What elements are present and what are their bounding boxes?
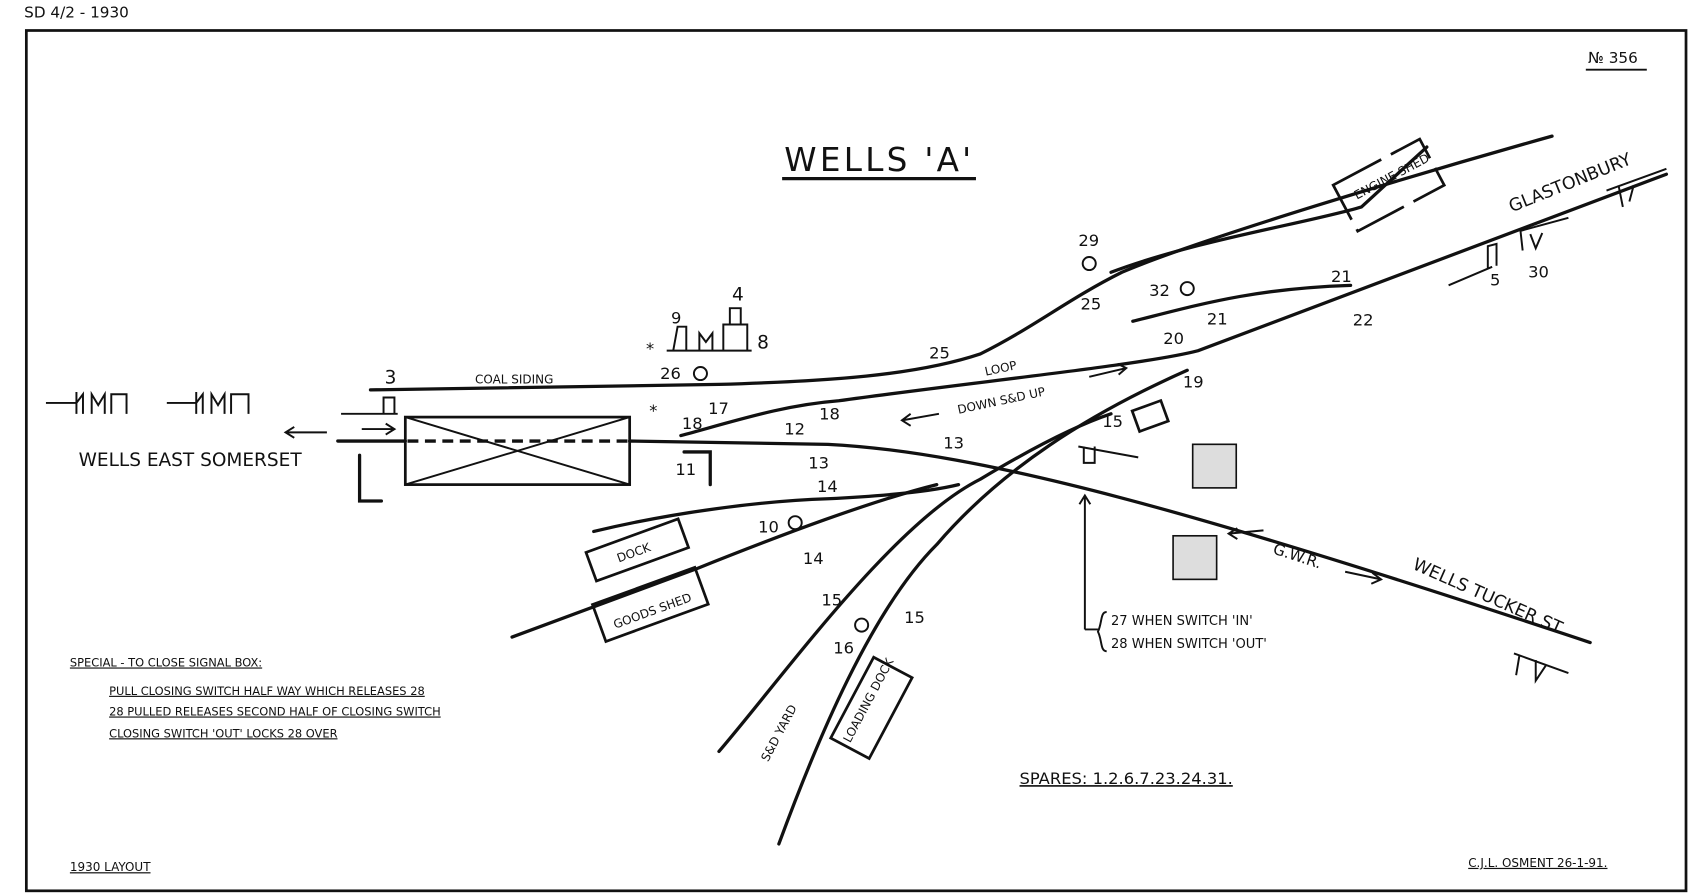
svg-text:19: 19: [1183, 373, 1204, 392]
down-sd-up-line: [679, 172, 1669, 438]
svg-text:26: 26: [660, 364, 681, 383]
dock-siding: [592, 482, 961, 534]
svg-text:*: *: [646, 339, 654, 358]
svg-text:15: 15: [904, 608, 925, 627]
svg-text:11: 11: [675, 460, 696, 479]
loading-dock-line: [777, 368, 1189, 846]
svg-text:14: 14: [803, 549, 824, 568]
arrows: [283, 362, 1384, 631]
lever-numbers: 3 4 8 9 26 17 18 18 11 12 13 13 14 14 10…: [385, 231, 1549, 657]
engine-shed: ENGINE SHED: [1331, 137, 1447, 234]
goods-shed-line: [510, 482, 939, 639]
svg-text:29: 29: [1078, 231, 1099, 250]
svg-text:18: 18: [819, 404, 840, 423]
brace-icon: [1096, 611, 1107, 653]
signal-box-symbol: [403, 415, 632, 486]
bridge-symbol: [1172, 534, 1218, 581]
svg-text:15: 15: [1102, 412, 1123, 431]
switch-out-note: 28 WHEN SWITCH 'OUT': [1111, 637, 1267, 652]
svg-text:20: 20: [1163, 329, 1184, 348]
svg-text:22: 22: [1353, 311, 1374, 330]
svg-text:CLOSING SWITCH 'OUT' LOCKS 28: CLOSING SWITCH 'OUT' LOCKS 28 OVER: [109, 726, 337, 740]
svg-text:12: 12: [784, 420, 805, 439]
place-wells-east-somerset: WELLS EAST SOMERSET: [79, 450, 303, 471]
loop-label: LOOP: [983, 358, 1018, 378]
svg-text:9: 9: [671, 308, 681, 327]
gwr-label: G.W.R.: [1271, 540, 1324, 572]
svg-text:5: 5: [1490, 270, 1500, 289]
svg-text:17: 17: [708, 399, 729, 418]
diagram-number: № 356: [1588, 49, 1638, 67]
sd-yard-line: [717, 412, 1113, 754]
place-glastonbury: GLASTONBURY: [1506, 150, 1635, 217]
switch-in-note: 27 WHEN SWITCH 'IN': [1111, 614, 1253, 629]
svg-text:4: 4: [732, 285, 744, 306]
svg-text:21: 21: [1331, 267, 1352, 286]
signal-post-icon: [45, 167, 1667, 684]
svg-text:18: 18: [682, 414, 703, 433]
svg-text:ENGINE SHED: ENGINE SHED: [1352, 151, 1432, 202]
svg-text:13: 13: [943, 434, 964, 453]
goods-shed: GOODS SHED: [590, 565, 710, 644]
ground-frame-box: [1130, 398, 1171, 434]
svg-text:15: 15: [821, 590, 842, 609]
page-title: WELLS 'A': [784, 141, 974, 179]
special-instructions: SPECIAL - TO CLOSE SIGNAL BOX: PULL CLOS…: [70, 655, 441, 740]
author-credit: C.J.L. OSMENT 26-1-91.: [1468, 856, 1607, 870]
coal-siding-label: COAL SIDING: [475, 372, 553, 386]
svg-text:25: 25: [929, 343, 950, 362]
svg-text:16: 16: [833, 638, 854, 657]
loop-connection: [1131, 283, 1353, 323]
disc-signal-icons: [692, 256, 1195, 633]
svg-text:3: 3: [385, 367, 397, 388]
loading-dock: LOADING DOCK: [828, 655, 914, 761]
svg-text:PULL CLOSING SWITCH HALF WAY W: PULL CLOSING SWITCH HALF WAY WHICH RELEA…: [109, 684, 425, 698]
svg-text:21: 21: [1207, 310, 1228, 329]
svg-text:32: 32: [1149, 281, 1170, 300]
stub-right: [682, 450, 712, 487]
drawing-ref: SD 4/2 - 1930: [24, 3, 129, 21]
svg-text:SPECIAL - TO CLOSE SIGNAL BOX:: SPECIAL - TO CLOSE SIGNAL BOX:: [70, 655, 262, 669]
sd-yard-label: S&D YARD: [758, 702, 799, 763]
drawing-border: [24, 29, 1688, 893]
engine-shed-road: [1109, 145, 1429, 274]
stub-siding: [357, 453, 383, 503]
svg-text:13: 13: [808, 453, 829, 472]
main-line-gwr: [336, 439, 1592, 645]
svg-text:25: 25: [1081, 294, 1102, 313]
svg-text:8: 8: [757, 332, 769, 353]
svg-text:10: 10: [758, 518, 779, 537]
svg-text:30: 30: [1528, 263, 1549, 282]
coal-siding-loop: [368, 134, 1554, 392]
svg-text:14: 14: [817, 477, 838, 496]
svg-text:*: *: [649, 401, 657, 420]
spares-list: SPARES: 1.2.6.7.23.24.31.: [1020, 769, 1233, 788]
place-wells-tucker-st: WELLS TUCKER ST: [1410, 555, 1566, 639]
tracks: [336, 134, 1669, 846]
bridge-symbol: [1191, 443, 1238, 489]
svg-text:28 PULLED RELEASES SECOND HALF: 28 PULLED RELEASES SECOND HALF OF CLOSIN…: [109, 704, 441, 718]
down-up-label: DOWN S&D UP: [956, 385, 1046, 417]
layout-label: 1930 LAYOUT: [70, 860, 151, 874]
